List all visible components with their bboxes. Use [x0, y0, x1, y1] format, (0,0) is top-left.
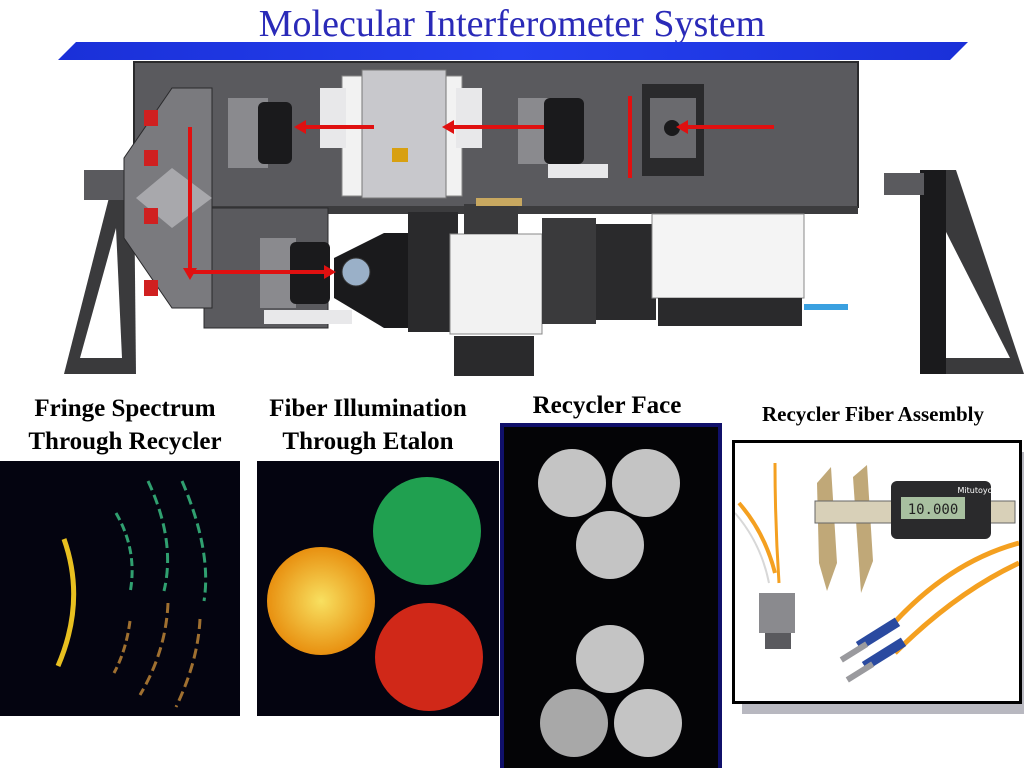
interferometer-diagram: [64, 61, 1024, 376]
recycler-fiber-assembly-photo: 10.000 Mitutoyo: [732, 440, 1022, 704]
top-lens-left: [228, 98, 292, 168]
caliper-brand-logo: Mitutoyo: [958, 486, 993, 495]
page-title: Molecular Interferometer System: [258, 3, 766, 45]
camera-assembly: [334, 198, 848, 376]
left-stand: [64, 170, 136, 374]
recycler-fiber-assembly-caption: Recycler Fiber Assembly: [761, 402, 984, 426]
fiber-illumination-image: [257, 461, 499, 716]
etalon-housing: [320, 69, 482, 199]
title-underline-bar: [58, 42, 968, 60]
fiber-illumination-caption: Fiber Illumination Through Etalon: [250, 392, 486, 458]
top-lens-right: [518, 98, 608, 178]
caption-line: Fringe Spectrum: [34, 395, 216, 422]
input-mount: [642, 84, 704, 176]
caption-line: Through Recycler: [28, 428, 222, 455]
recycler-face-image: [500, 423, 722, 768]
caption-line: Through Etalon: [282, 428, 454, 455]
right-stand: [884, 170, 1024, 374]
beam-path-arrows: [183, 96, 774, 280]
fringe-spectrum-caption: Fringe Spectrum Through Recycler: [2, 392, 248, 458]
caliper-readout: 10.000: [908, 502, 959, 518]
fringe-spectrum-image: [0, 461, 240, 716]
caption-line: Fiber Illumination: [269, 395, 467, 422]
top-optical-bench: [133, 61, 859, 208]
recycler-face-caption: Recycler Face: [532, 392, 682, 419]
